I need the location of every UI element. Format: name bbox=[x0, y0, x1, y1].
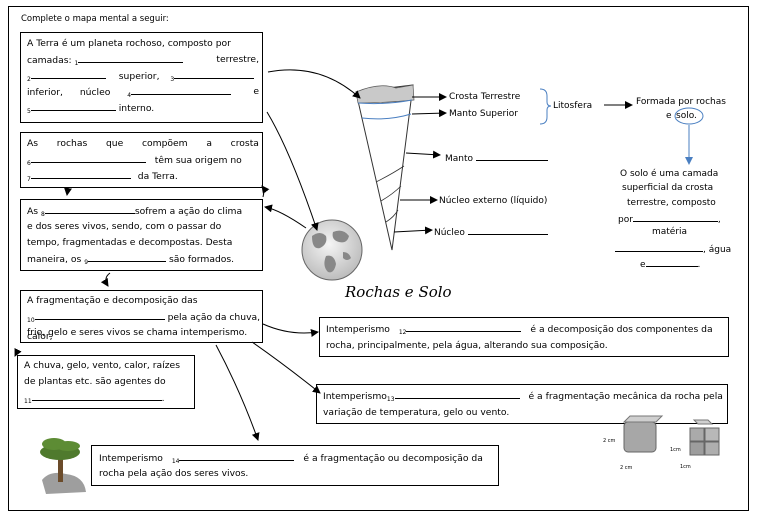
box1-line1: A Terra é um planeta rochoso, composto p… bbox=[27, 38, 231, 49]
box3-line2: e dos seres vivos, sendo, com o passar d… bbox=[27, 221, 222, 232]
worksheet-frame bbox=[8, 6, 749, 511]
map-title: Rochas e Solo bbox=[345, 283, 452, 301]
box7-line1: Intemperismo13 é a fragmentação mecânica… bbox=[323, 388, 723, 408]
box4-line2: 10 pela ação da chuva, calor, bbox=[27, 309, 262, 345]
box1-line4: inferior, núcleo 4 e bbox=[27, 84, 259, 99]
box1-line5: 5 interno. bbox=[27, 100, 154, 120]
blank-1[interactable] bbox=[78, 52, 184, 63]
litosfera-brace bbox=[539, 88, 552, 125]
box-earth-layers: A Terra é um planeta rochoso, composto p… bbox=[20, 32, 263, 123]
tree-rock-icon bbox=[40, 438, 86, 494]
cube-label-a: 2 cm bbox=[603, 438, 616, 444]
blank-11[interactable] bbox=[31, 390, 162, 401]
box-biological-weathering: Intemperismo 14 é a fragmentação ou deco… bbox=[91, 445, 499, 486]
rock-cubes-icon bbox=[622, 415, 720, 456]
blank-5[interactable] bbox=[30, 100, 116, 111]
blank-9[interactable] bbox=[88, 251, 167, 262]
label-crosta: Crosta Terrestre bbox=[449, 92, 521, 102]
globe-icon bbox=[301, 219, 363, 281]
cube-label-c: 1cm bbox=[670, 447, 681, 453]
blank-solo-2[interactable] bbox=[615, 241, 703, 252]
label-litosfera: Litosfera bbox=[553, 101, 593, 111]
solo-line1: O solo é uma camada bbox=[620, 169, 719, 179]
box8-line1: Intemperismo 14 é a fragmentação ou deco… bbox=[99, 450, 483, 470]
instruction: Complete o mapa mental a seguir: bbox=[21, 14, 169, 24]
blank-10[interactable] bbox=[34, 309, 165, 320]
cube-label-d: 1cm bbox=[680, 464, 691, 470]
blank-7[interactable] bbox=[30, 168, 131, 179]
box3-line3: tempo, fragmentadas e decompostas. Desta bbox=[27, 237, 233, 248]
box4-line3: frio, gelo e seres vivos se chama intemp… bbox=[27, 327, 248, 338]
box7-line2: variação de temperatura, gelo ou vento. bbox=[323, 407, 510, 418]
blank-solo-3[interactable] bbox=[645, 256, 698, 267]
solo-line5: matéria bbox=[652, 227, 688, 237]
solo-line4: por, bbox=[618, 211, 721, 227]
box2-line3: 7 da Terra. bbox=[27, 168, 178, 188]
blank-14[interactable] bbox=[179, 450, 295, 461]
solo-circle bbox=[674, 107, 704, 125]
solo-line3: terrestre, composto bbox=[627, 198, 716, 208]
solo-line6: , água bbox=[615, 241, 731, 257]
blank-6[interactable] bbox=[30, 152, 146, 163]
blank-solo-1[interactable] bbox=[632, 211, 718, 222]
earth-wedge-icon bbox=[355, 84, 415, 251]
box5-line3: 11. bbox=[24, 390, 165, 410]
box5-line2: de plantas etc. são agentes do bbox=[24, 376, 166, 387]
box6-line1: Intemperismo 12 é a decomposição dos com… bbox=[326, 321, 713, 341]
box3-line4: maneira, os 9 são formados. bbox=[27, 251, 234, 271]
blank-3[interactable] bbox=[174, 68, 255, 79]
box5-line1: A chuva, gelo, vento, calor, raízes bbox=[24, 360, 180, 371]
cube-label-b: 2 cm bbox=[620, 465, 633, 471]
label-manto: Manto bbox=[445, 150, 548, 166]
blank-2[interactable] bbox=[30, 68, 106, 79]
blank-8[interactable] bbox=[44, 203, 135, 214]
label-nucleo: Núcleo bbox=[434, 224, 548, 240]
label-nucleo-externo: Núcleo externo (líquido) bbox=[439, 196, 548, 206]
box4-line1: A fragmentação e decomposição das bbox=[27, 295, 198, 306]
box1-line3: 2 superior, 3 bbox=[27, 68, 259, 88]
connector-arrows bbox=[14, 69, 633, 441]
label-e: e bbox=[666, 111, 672, 121]
blank-13[interactable] bbox=[394, 388, 520, 399]
solo-line7: e. bbox=[640, 256, 700, 272]
box1-line2: camadas: 1 terrestre, bbox=[27, 52, 259, 67]
blank-4[interactable] bbox=[131, 84, 232, 95]
box-agents: A chuva, gelo, vento, calor, raízes de p… bbox=[17, 355, 195, 409]
box-intemperismo-definition: A fragmentação e decomposição das 10 pel… bbox=[20, 290, 263, 343]
blank-12[interactable] bbox=[406, 321, 522, 332]
label-solo: solo. bbox=[676, 111, 697, 121]
box6-line2: rocha, principalmente, pela água, altera… bbox=[326, 340, 608, 351]
box-chemical-weathering: Intemperismo 12 é a decomposição dos com… bbox=[319, 317, 729, 357]
label-manto-superior: Manto Superior bbox=[449, 109, 518, 119]
box8-line2: rocha pela ação dos seres vivos. bbox=[99, 468, 249, 479]
label-formada: Formada por rochas bbox=[636, 97, 726, 107]
blank-manto[interactable] bbox=[475, 150, 548, 161]
solo-line2: superficial da crosta bbox=[622, 183, 714, 193]
box2-line2: 6 têm sua origem no bbox=[27, 152, 242, 172]
blank-nucleo[interactable] bbox=[467, 224, 548, 235]
